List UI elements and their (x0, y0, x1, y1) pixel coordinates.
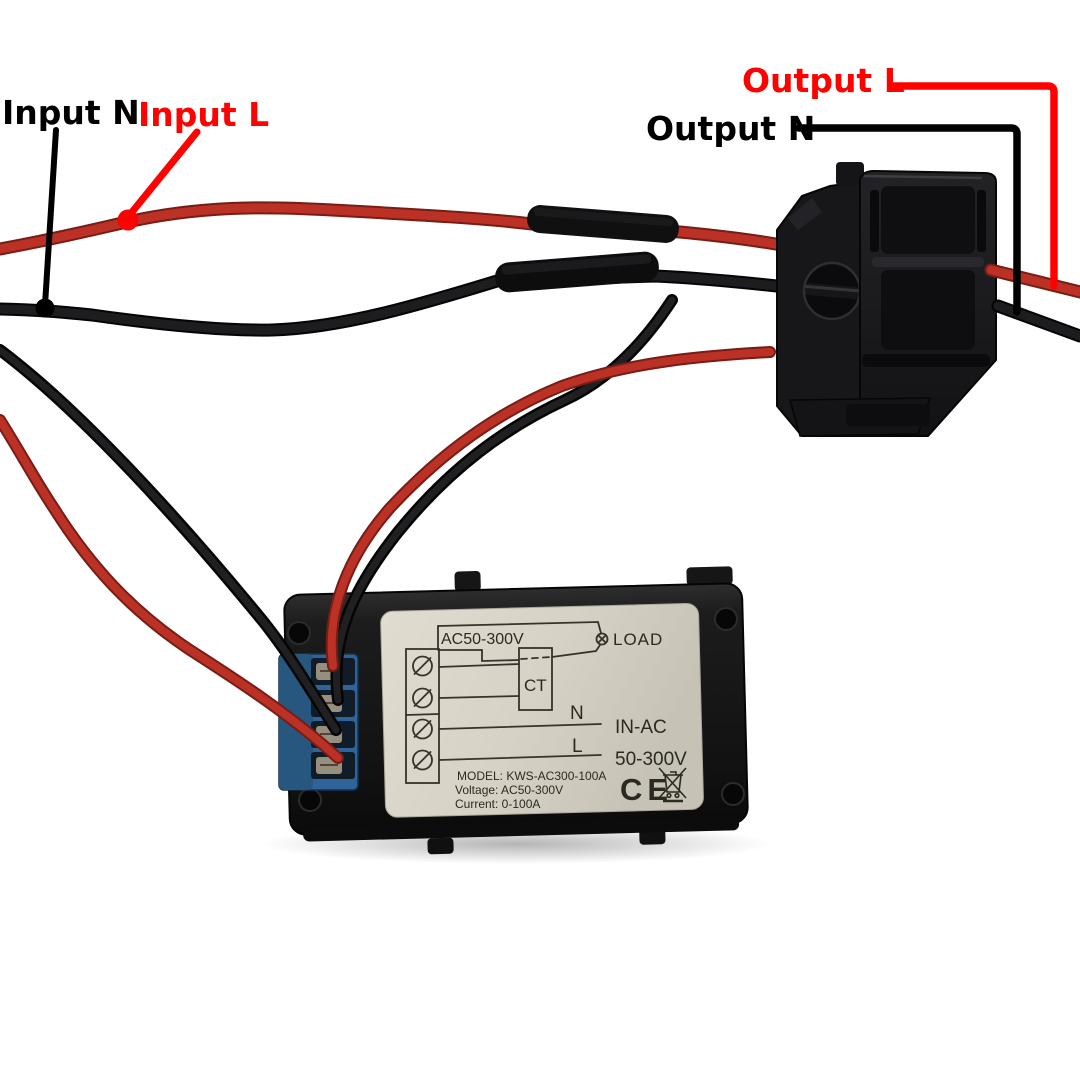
ct-top-tab (836, 162, 864, 186)
ct-ridge (872, 257, 984, 267)
diagram-ct-to-load (551, 644, 601, 658)
output-n-label: Output N (646, 109, 816, 148)
diagram-t1-line (438, 663, 520, 668)
label-voltage-range: 50-300V (615, 749, 687, 770)
splice-neutral (495, 251, 659, 293)
output-l-pointer (887, 82, 1058, 290)
screw-bottom-left (298, 788, 322, 812)
label-rating-top: AC50-300V (441, 631, 524, 648)
ct-jaw-notch (788, 198, 822, 230)
label-texts: AC50-300V LOAD CT N IN-AC L 50-300V MODE… (441, 630, 687, 811)
meter-tab-top-right (686, 566, 733, 586)
input-l-label: Input L (138, 95, 270, 134)
input-l-pointer (117, 128, 201, 231)
diagram-t2-line (438, 695, 520, 699)
ct-window-wire (792, 282, 870, 300)
neutral-output-wire (991, 299, 1080, 343)
ct-secondary-red-wire (325, 346, 776, 672)
output-l-label: Output L (742, 61, 905, 100)
ct-panel-top (881, 186, 975, 254)
meter-bottom-lip (303, 816, 740, 842)
output-n-pointer (795, 124, 1021, 316)
ct-bottom-slot (846, 404, 930, 426)
neutral-input-wire (0, 269, 871, 337)
label-in-ac: IN-AC (615, 717, 667, 738)
input-n-pointer-dot (35, 298, 55, 318)
diagram-ct-dashed (520, 656, 552, 660)
diagram-n-line (438, 723, 602, 730)
ct-groove-right (977, 190, 986, 252)
live-input-wire (0, 201, 873, 269)
neutral-loop-wire (0, 344, 342, 736)
label-wiring-diagram (405, 621, 609, 784)
load-lamp-icon (595, 632, 609, 646)
screw-top-left (287, 621, 311, 645)
ct-panel-bottom (881, 270, 975, 350)
meter-tab-top-left (454, 570, 481, 592)
ct-secondary-black-wire (330, 294, 678, 706)
label-model-line: MODEL: KWS-AC300-100A (457, 769, 606, 783)
ct-body-top-highlight (863, 174, 983, 180)
diagram-top-line (437, 621, 602, 634)
input-n-label: Input N (2, 93, 140, 132)
label-voltage-line: Voltage: AC50-300V (455, 783, 563, 797)
screw-top-right (714, 607, 738, 631)
diagram-l-line (438, 754, 602, 761)
diagram-step-line (437, 649, 520, 662)
ct-bottom-band (862, 354, 990, 367)
meter-corner-screws (287, 607, 745, 812)
splice-live (527, 205, 679, 243)
ct-groove-left (870, 190, 879, 252)
input-l-pointer-dot (117, 209, 139, 231)
screw-bottom-right (721, 782, 745, 806)
label-n: N (570, 703, 584, 724)
label-current-line: Current: 0-100A (455, 797, 540, 811)
live-output-wire (984, 263, 1080, 299)
label-ct: CT (524, 676, 547, 695)
label-load: LOAD (613, 630, 663, 649)
diagram-ct-box (518, 647, 553, 711)
label-l: L (572, 736, 583, 757)
weee-icon (658, 767, 687, 803)
ce-mark: CE (620, 772, 673, 807)
meter-tab-bottom-left (427, 837, 454, 855)
live-loop-wire (0, 414, 344, 764)
power-meter: AC50-300V LOAD CT N IN-AC L 50-300V MODE… (278, 566, 749, 855)
diagram-terminal-screws (412, 655, 433, 771)
ct-clamp (776, 162, 997, 437)
input-n-pointer (35, 127, 59, 318)
diagram-terminal-strip (405, 648, 440, 784)
ct-window-wire-highlight (798, 284, 862, 293)
